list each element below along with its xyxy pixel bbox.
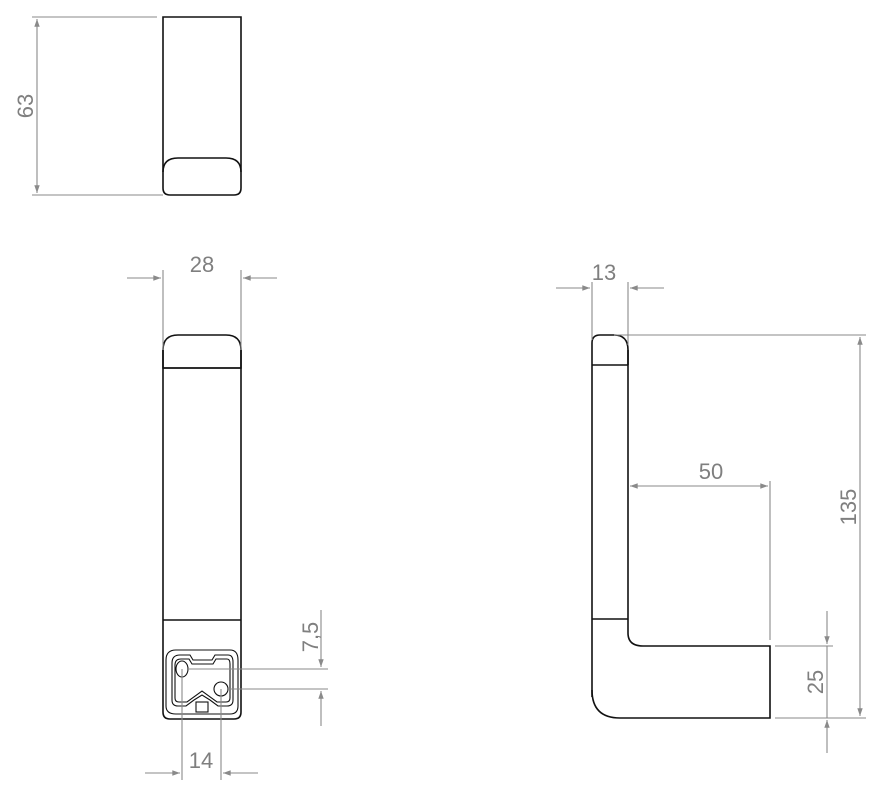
dimension-label-28: 28 — [190, 252, 214, 277]
dimension-label-7-5: 7,5 — [298, 622, 323, 653]
dimension-28: 28 — [127, 252, 277, 350]
dimension-label-14: 14 — [189, 748, 213, 773]
dimension-label-50: 50 — [699, 459, 723, 484]
top-view: 63 — [13, 16, 242, 196]
front-view-part — [162, 334, 242, 720]
dimension-63: 63 — [13, 16, 163, 196]
dimension-50: 50 — [630, 459, 771, 640]
dimension-135: 135 — [614, 334, 866, 719]
dimension-label-25: 25 — [803, 670, 828, 694]
front-view: 28 14 7,5 — [127, 252, 328, 780]
dimension-25: 25 — [775, 611, 833, 753]
top-view-part — [162, 16, 242, 196]
dimension-14: 14 — [145, 669, 258, 780]
dimension-label-13: 13 — [592, 260, 616, 285]
dimension-13: 13 — [556, 260, 664, 345]
side-view: 13 50 135 25 — [556, 260, 866, 753]
dimension-7-5: 7,5 — [188, 610, 328, 726]
dimension-label-63: 63 — [13, 94, 38, 118]
side-view-part — [591, 334, 771, 719]
dimension-label-135: 135 — [836, 489, 861, 526]
